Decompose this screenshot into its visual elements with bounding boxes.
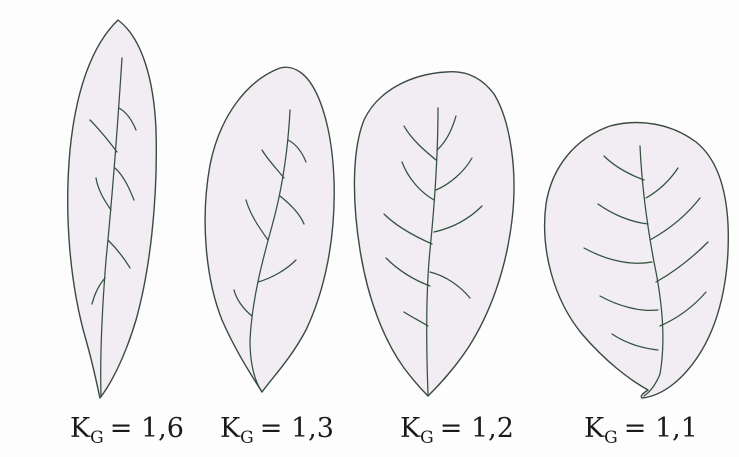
leaf-2-label: KG= 1,3 [220,413,334,448]
leaf-3-outline [354,72,514,396]
leaf-1 [68,20,157,398]
leaf-1-outline [68,20,157,398]
leaf-4-outline [545,123,729,398]
leaf-4 [545,123,729,398]
leaf-4-label: KG= 1,1 [584,413,698,448]
leaf-2-outline [205,67,334,392]
leaf-3-label: KG= 1,2 [400,413,514,448]
leaf-1-label: KG= 1,6 [70,413,184,448]
leaf-3 [354,72,514,396]
leaf-2 [205,67,334,392]
